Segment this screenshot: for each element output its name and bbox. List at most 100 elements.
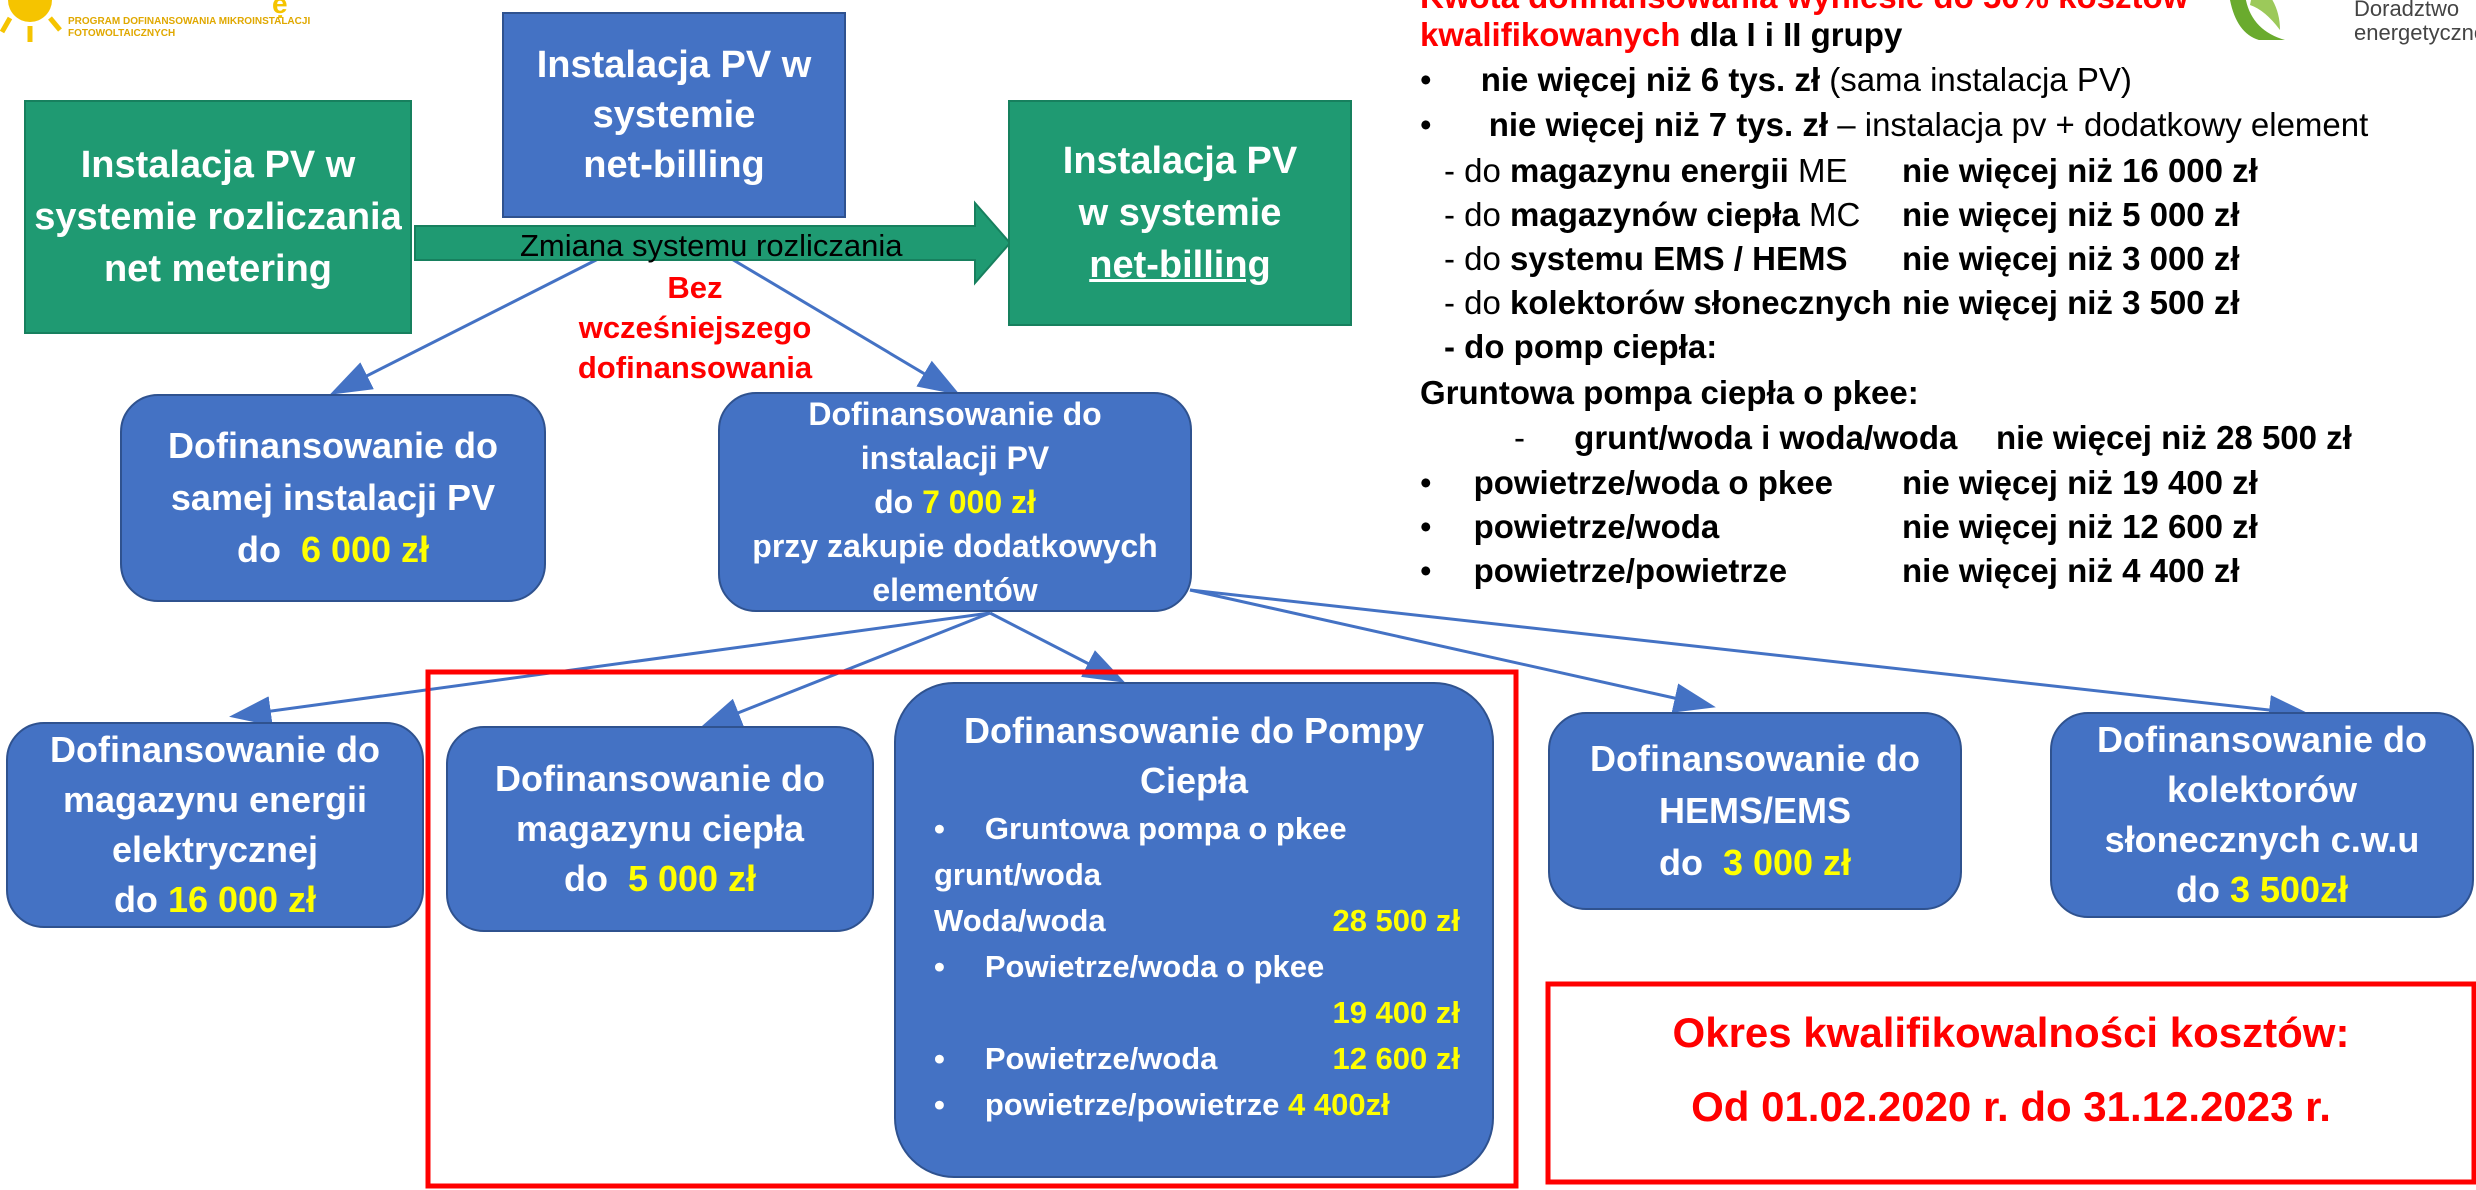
row-post: MC [1799,196,1861,233]
heat-pump-list: • Gruntowa pompa o pkee grunt/woda Woda/w… [896,806,1492,1128]
box-line: magazynu ciepła [515,808,805,849]
bullet: • [934,1087,945,1122]
hp-item: •Powietrze/woda o pkee [934,944,1460,990]
bullet: • [1420,508,1432,545]
brand-text-1: Doradztwo [2354,0,2460,21]
box-heat-pump: Dofinansowanie do Pompy Ciepła •Gruntowa… [894,682,1494,1178]
box-line: systemie [592,94,756,136]
amount-value: 5 000 zł [627,858,757,899]
amount-prefix: do [563,858,608,899]
info-row-0-limit: nie więcej niż 16 000 zł [1902,152,2258,189]
brand-text-2: energetyczne [2354,20,2476,45]
bullet: • [1420,61,1432,98]
box-line: HEMS/EMS [1658,790,1852,831]
box-line: Dofinansowanie do [494,758,825,799]
row-pre: - do [1444,284,1511,321]
amount-line: do 5 000 zł [564,854,756,904]
box-heat-storage: Dofinansowanie do magazynu ciepła do 5 0… [446,726,874,932]
arrow-label: Zmiana systemu rozliczania [520,228,903,263]
info-air-row-0: •powietrze/woda o pkee [1420,464,1833,502]
ground-item: grunt/woda i woda/woda [1574,419,1958,456]
box-line: Dofinansowanie do [167,425,498,466]
amount-line: do 3 000 zł [1659,837,1851,889]
box-line: Dofinansowanie do [1589,738,1920,779]
hp-amount: 28 500 zł [1332,903,1460,938]
row-bold: magazynów ciepła [1510,196,1800,233]
sun-icon [0,0,62,42]
info-row-1-limit: nie więcej niż 5 000 zł [1902,196,2240,233]
hp-sub: Woda/woda [934,903,1106,938]
row-post: ME [1788,152,1848,189]
info-row-3: - do kolektorów słonecznych [1444,284,1891,322]
info-ground-limit: nie więcej niż 28 500 zł [1996,419,2352,456]
info-ground-row: - grunt/woda i woda/woda [1514,419,1957,457]
amount-line: do 3 500zł [2176,865,2348,915]
info-top-cut: Kwota dofinansowania wyniesie do 50% kos… [1420,0,2188,16]
box-solar-collectors: Dofinansowanie do kolektorów słonecznych… [2050,712,2474,918]
change-arrow [414,200,1012,286]
info-rest: (sama instalacja PV) [1829,61,2132,98]
info-air-row-1-limit: nie więcej niż 12 600 zł [1902,508,2258,545]
brand-logo: Doradztwo energetyczne [2220,0,2476,60]
box-line: elementów [872,572,1038,608]
row-bold: magazynu energii [1510,152,1789,189]
info-pumps-head: - do pomp ciepła: [1444,328,1717,366]
hp-label: Gruntowa pompa o pkee [984,811,1347,846]
box-line: Instalacja PV w [536,44,812,86]
box-net-metering: Instalacja PV w systemie rozliczania net… [24,100,412,334]
amount-prefix: do [236,529,281,570]
logo-line1: PROGRAM DOFINANSOWANIA MIKROINSTALACJI [68,16,311,27]
period-panel: Okres kwalifikowalności kosztów: Od 01.0… [1552,988,2470,1178]
box-line: kolektorów [2166,769,2358,810]
box-line: przy zakupie dodatkowych [752,528,1158,564]
hp-amount: 19 400 zł [1332,995,1460,1030]
info-air-row-0-limit: nie więcej niż 19 400 zł [1902,464,2258,501]
amount-value: 3 000 zł [1722,842,1852,883]
box-line: samej instalacji PV [170,477,496,518]
box-pv-plus: Dofinansowanie do instalacji PV do 7 000… [718,392,1192,612]
hp-sub: grunt/woda [934,857,1102,892]
box-energy-storage: Dofinansowanie do magazynu energii elekt… [6,722,424,928]
amount-line: do 16 000 zł [114,875,316,925]
highlight-frame [425,669,1519,1189]
box-line: Instalacja PV [1062,140,1298,182]
amount-value: 3 500zł [2229,869,2349,910]
info-line-2: • nie więcej niż 6 tys. zł (sama instala… [1420,61,2132,99]
logo-line2: FOTOWOLTAICZNYCH [68,28,176,39]
leaf-icon [2230,0,2285,40]
info-bold: nie więcej niż 7 tys. zł [1488,106,1829,143]
amount-prefix: do [113,879,158,920]
period-frame [1545,981,2476,1185]
row-bold: pomp ciepła: [1513,328,1718,365]
amount-prefix: do [874,484,914,520]
hp-amount: 12 600 zł [1332,1041,1460,1076]
box-line: net-billing [583,144,765,186]
box-line: elektrycznej [111,829,319,870]
info-rest: – instalacja pv + dodatkowy element [1837,106,2369,143]
info-line-1: kwalifikowanych dla I i II grupy [1420,16,1902,54]
info-line-3: • nie więcej niż 7 tys. zł – instalacja … [1420,106,2368,144]
box-line: Dofinansowanie do [2096,719,2427,760]
amount-prefix: do [2175,869,2220,910]
hp-label: Powietrze/woda o pkee [984,949,1325,984]
info-row-2-limit: nie więcej niż 3 000 zł [1902,240,2240,277]
amount-prefix: do [1658,842,1703,883]
info-ground-head: Gruntowa pompa ciepła o pkee: [1420,374,1919,411]
info-row-1: - do magazynów ciepła MC [1444,196,1860,234]
air-label: powietrze/woda o pkee [1473,464,1833,501]
box-hems: Dofinansowanie do HEMS/EMS do 3 000 zł [1548,712,1962,910]
red-note: Bez wcześniejszego dofinansowania [540,268,850,388]
amount-value: 7 000 zł [922,484,1036,520]
hp-row: Woda/woda 28 500 zł [934,898,1460,944]
info-air-row-2-limit: nie więcej niż 4 400 zł [1902,552,2240,589]
box-title: Dofinansowanie do Pompy [963,710,1425,751]
amount-line: do 7 000 zł [874,480,1036,524]
box-line: Instalacja PV w [80,144,356,186]
info-row-0: - do magazynu energii ME [1444,152,1847,190]
box-line: Dofinansowanie do [808,396,1102,432]
box-net-billing-right: Instalacja PV w systemie net-billing [1008,100,1352,326]
period-line-1: Okres kwalifikowalności kosztów: [1672,1009,2350,1056]
air-label: powietrze/powietrze [1473,552,1788,589]
info-air-row-1: •powietrze/woda [1420,508,1719,546]
